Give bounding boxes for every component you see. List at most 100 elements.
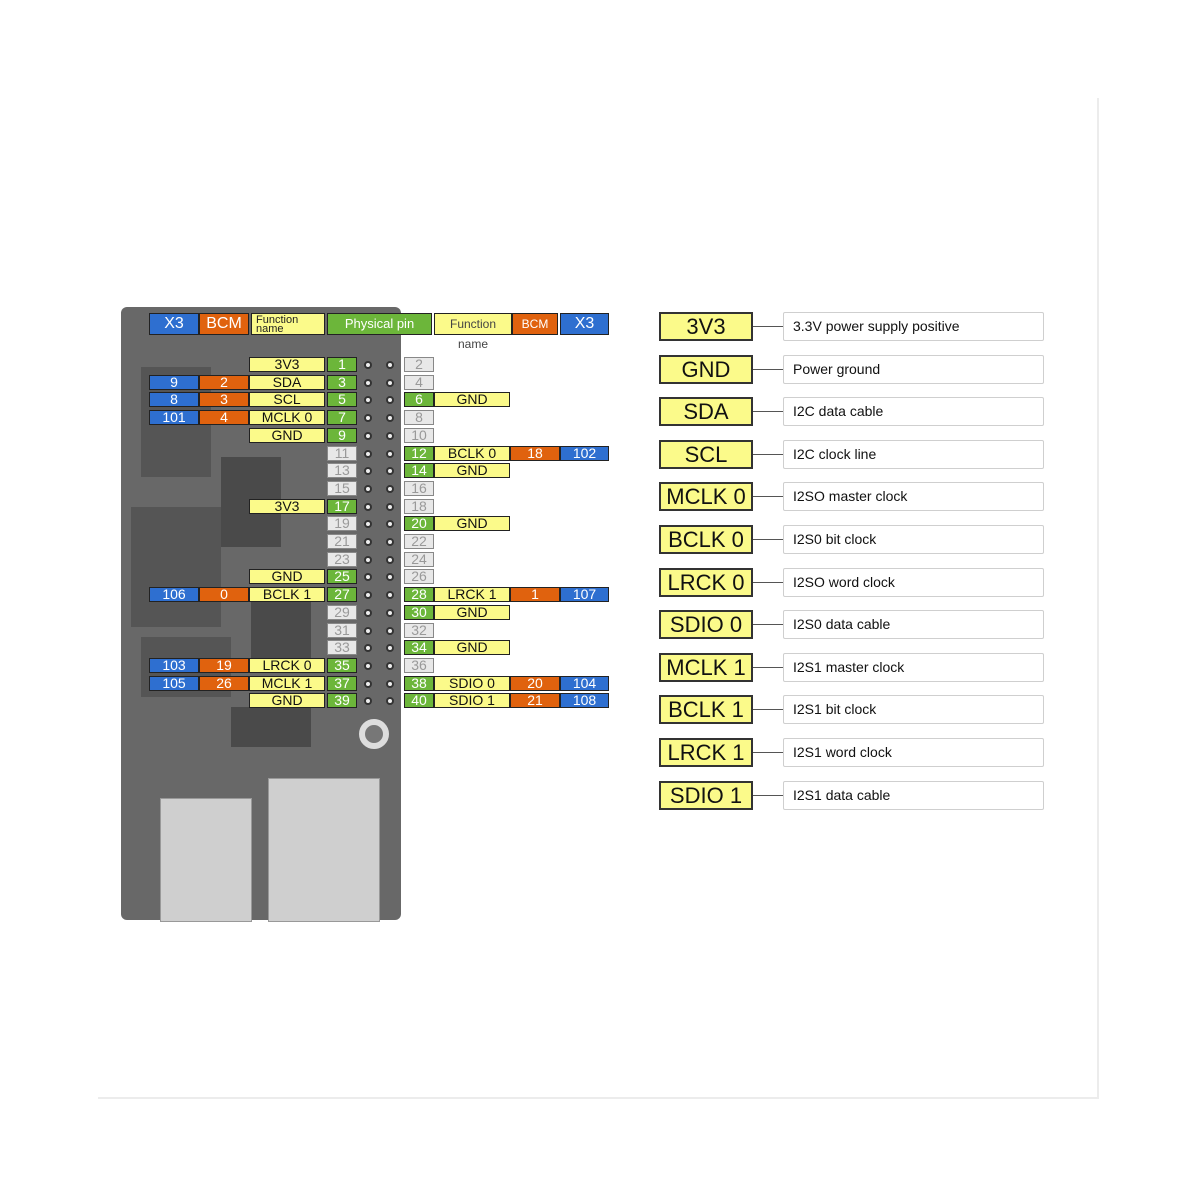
legend-connector xyxy=(753,496,783,497)
header-pin-dot xyxy=(364,485,372,493)
header-pin-dot xyxy=(386,503,394,511)
physical-pin-24: 24 xyxy=(404,552,434,567)
physical-pin-3: 3 xyxy=(327,375,357,390)
function-name-left: BCLK 1 xyxy=(249,587,325,602)
frame-right-line xyxy=(1097,98,1099,1098)
physical-pin-9: 9 xyxy=(327,428,357,443)
header-pin-dot xyxy=(386,396,394,404)
function-name-left: 3V3 xyxy=(249,357,325,372)
legend-description: I2SO word clock xyxy=(783,568,1044,597)
board-chip xyxy=(131,507,221,627)
physical-pin-15: 15 xyxy=(327,481,357,496)
x3-number-right: 107 xyxy=(560,587,609,602)
header-function-left: Function name xyxy=(251,313,325,335)
header-pin-dot xyxy=(364,644,372,652)
header-x3-left: X3 xyxy=(149,313,199,335)
function-name-right: GND xyxy=(434,392,510,407)
board-chip xyxy=(251,597,311,667)
header-pin-dot xyxy=(386,697,394,705)
legend-key: SDA xyxy=(659,397,753,426)
header-pin-dot xyxy=(386,485,394,493)
function-name-right: GND xyxy=(434,640,510,655)
header-pin-dot xyxy=(386,467,394,475)
function-name-left: SCL xyxy=(249,392,325,407)
legend-key: BCLK 1 xyxy=(659,695,753,724)
function-name-right: SDIO 1 xyxy=(434,693,510,708)
board-chip xyxy=(231,707,311,747)
legend-key: MCLK 0 xyxy=(659,482,753,511)
header-pin-dot xyxy=(364,662,372,670)
header-pin-dot xyxy=(364,432,372,440)
legend-key: LRCK 1 xyxy=(659,738,753,767)
legend-description: I2S1 master clock xyxy=(783,653,1044,682)
header-pin-dot xyxy=(386,520,394,528)
x3-number-right: 104 xyxy=(560,676,609,691)
x3-number-left: 101 xyxy=(149,410,199,425)
function-name-left: GND xyxy=(249,428,325,443)
function-name-left: MCLK 1 xyxy=(249,676,325,691)
legend-description: I2S0 bit clock xyxy=(783,525,1044,554)
legend-connector xyxy=(753,752,783,753)
legend-connector xyxy=(753,539,783,540)
physical-pin-7: 7 xyxy=(327,410,357,425)
header-pin-dot xyxy=(364,520,372,528)
header-pin-dot xyxy=(364,573,372,581)
header-pin-dot xyxy=(364,450,372,458)
header-pin-dot xyxy=(386,662,394,670)
physical-pin-8: 8 xyxy=(404,410,434,425)
legend-description: I2S1 data cable xyxy=(783,781,1044,810)
x3-number-left: 8 xyxy=(149,392,199,407)
header-pin-dot xyxy=(386,379,394,387)
legend-connector xyxy=(753,369,783,370)
bcm-number-left: 2 xyxy=(199,375,249,390)
legend-description: I2C clock line xyxy=(783,440,1044,469)
function-name-right: BCLK 0 xyxy=(434,446,510,461)
physical-pin-26: 26 xyxy=(404,569,434,584)
physical-pin-37: 37 xyxy=(327,676,357,691)
header-pin-dot xyxy=(364,680,372,688)
header-physical-pin: Physical pin xyxy=(327,313,432,335)
physical-pin-1: 1 xyxy=(327,357,357,372)
bcm-number-right: 1 xyxy=(510,587,560,602)
header-function-right: Function name xyxy=(434,313,512,351)
header-pin-dot xyxy=(386,609,394,617)
physical-pin-28: 28 xyxy=(404,587,434,602)
legend-description: I2S1 bit clock xyxy=(783,695,1044,724)
header-pin-dot xyxy=(364,556,372,564)
physical-pin-10: 10 xyxy=(404,428,434,443)
function-name-left: GND xyxy=(249,693,325,708)
ethernet-port-illustration xyxy=(268,778,380,922)
physical-pin-13: 13 xyxy=(327,463,357,478)
header-pin-dot xyxy=(386,361,394,369)
legend-connector xyxy=(753,582,783,583)
physical-pin-40: 40 xyxy=(404,693,434,708)
physical-pin-16: 16 xyxy=(404,481,434,496)
legend-description: I2S0 data cable xyxy=(783,610,1044,639)
legend-connector xyxy=(753,454,783,455)
header-pin-dot xyxy=(386,432,394,440)
header-pin-dot xyxy=(364,379,372,387)
legend-description: I2SO master clock xyxy=(783,482,1044,511)
function-name-left: SDA xyxy=(249,375,325,390)
header-x3-right: X3 xyxy=(560,313,609,335)
physical-pin-11: 11 xyxy=(327,446,357,461)
physical-pin-38: 38 xyxy=(404,676,434,691)
header-pin-dot xyxy=(386,538,394,546)
header-pin-dot xyxy=(386,627,394,635)
header-pin-dot xyxy=(364,467,372,475)
physical-pin-17: 17 xyxy=(327,499,357,514)
legend-description: 3.3V power supply positive xyxy=(783,312,1044,341)
physical-pin-5: 5 xyxy=(327,392,357,407)
mounting-hole xyxy=(359,719,389,749)
header-pin-dot xyxy=(364,361,372,369)
header-pin-dot xyxy=(364,538,372,546)
legend-connector xyxy=(753,326,783,327)
physical-pin-30: 30 xyxy=(404,605,434,620)
x3-number-right: 108 xyxy=(560,693,609,708)
physical-pin-6: 6 xyxy=(404,392,434,407)
header-pin-dot xyxy=(364,627,372,635)
function-name-left: GND xyxy=(249,569,325,584)
physical-pin-25: 25 xyxy=(327,569,357,584)
header-pin-dot xyxy=(386,414,394,422)
header-pin-dot xyxy=(386,556,394,564)
